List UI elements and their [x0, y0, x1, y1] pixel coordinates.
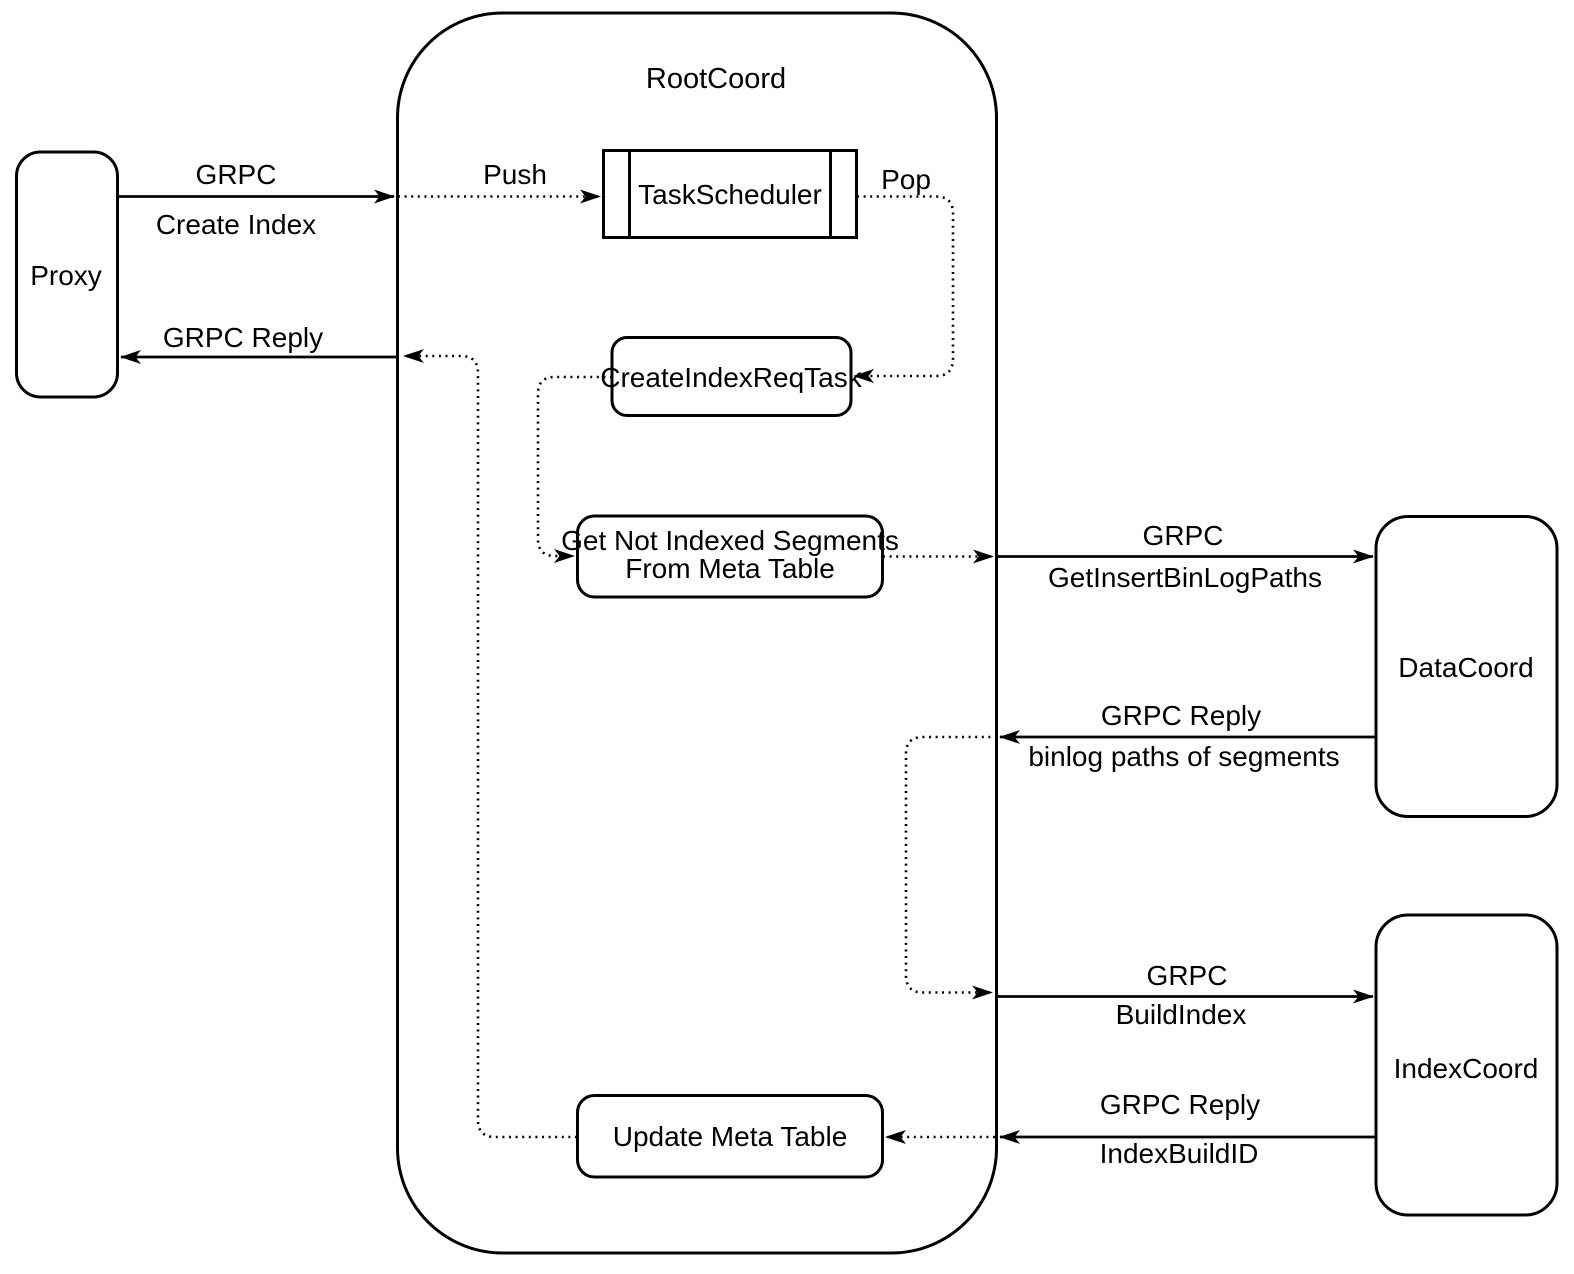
- task-scheduler-label: TaskScheduler: [638, 179, 822, 210]
- data-coord-label: DataCoord: [1398, 652, 1533, 683]
- create-index-req-task-label: CreateIndexReqTask: [600, 362, 862, 393]
- proxy-label: Proxy: [30, 260, 102, 291]
- rootcoord-container: [396, 11, 998, 1255]
- grpc-build-index-label-bottom: BuildIndex: [1116, 999, 1247, 1030]
- index-coord-node: [1374, 913, 1559, 1217]
- grpc-reply-proxy-label: GRPC Reply: [163, 322, 323, 353]
- update-meta-table-label: Update Meta Table: [613, 1121, 848, 1152]
- grpc-build-index-label-top: GRPC: [1147, 960, 1228, 991]
- grpc-create-index-label-bottom: Create Index: [156, 209, 316, 240]
- push-label: Push: [483, 159, 547, 190]
- grpc-reply-index-build-id-label-bottom: IndexBuildID: [1100, 1138, 1259, 1169]
- data-coord-node: [1374, 515, 1559, 818]
- grpc-get-insert-binlog-paths-label-top: GRPC: [1143, 520, 1224, 551]
- grpc-reply-binlog-label-top: GRPC Reply: [1101, 700, 1261, 731]
- get-not-indexed-segments-node: [576, 514, 884, 599]
- task-scheduler-node: [602, 149, 858, 239]
- rootcoord-label: RootCoord: [646, 63, 786, 95]
- grpc-get-insert-binlog-paths-label-bottom: GetInsertBinLogPaths: [1048, 562, 1322, 593]
- proxy-node: [15, 150, 119, 399]
- get-not-indexed-segments-label-line1: Get Not Indexed Segments: [561, 525, 899, 556]
- binlog-to-buildindex-connector: [904, 735, 997, 1000]
- grpc-reply-index-build-id-label-top: GRPC Reply: [1100, 1089, 1260, 1120]
- update-meta-to-reply-connector: [403, 349, 577, 1139]
- pop-arrow: [853, 195, 955, 383]
- pop-label: Pop: [881, 164, 931, 195]
- grpc-reply-binlog-label-bottom: binlog paths of segments: [1028, 741, 1339, 772]
- get-not-indexed-segments-label-line2: From Meta Table: [625, 553, 835, 584]
- grpc-create-index-label-top: GRPC: [196, 159, 277, 190]
- index-coord-label: IndexCoord: [1394, 1053, 1539, 1084]
- update-meta-table-node: [576, 1094, 884, 1179]
